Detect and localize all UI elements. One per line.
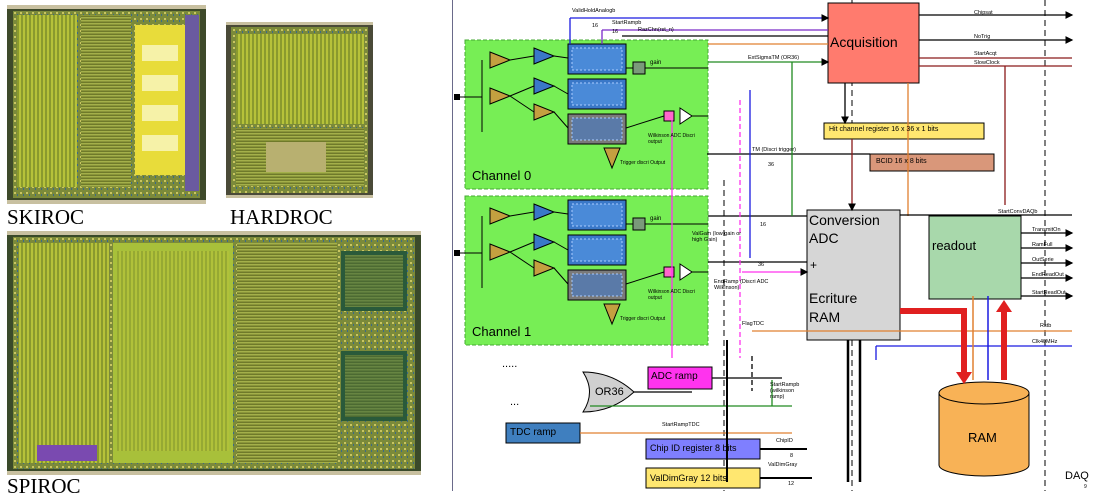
- signal-clk40: Clk40MHz: [1032, 339, 1058, 345]
- channel-1-gain: gain: [650, 216, 662, 222]
- signal-endramp: EndRamp (Discri ADC Wilkinson): [714, 279, 769, 291]
- or36-gate: [582, 371, 635, 413]
- signal-16a: 16: [592, 23, 599, 29]
- channel-0-label: Channel 0: [472, 168, 532, 183]
- ram-data-arrows: [900, 300, 1012, 384]
- channel-1-wilkinson: Wilkinson ADC Discri output: [648, 289, 695, 301]
- signal-tm: TM (Discri trigger): [752, 147, 796, 153]
- signal-16b: 16: [612, 29, 619, 35]
- bcid-block: [869, 153, 995, 172]
- conversion-label-1: Conversion: [809, 212, 880, 228]
- readout-block: [928, 215, 1022, 300]
- bcid-label: BCID 16 x 8 bits: [876, 158, 927, 165]
- signal-12: 12: [788, 481, 795, 487]
- conversion-label-4: Ecriture: [809, 290, 858, 306]
- signal-extsigma: ExtSigmaTM (OR36): [748, 55, 800, 61]
- hit-register-block: [823, 122, 985, 140]
- signal-valgain: ValGain (low gain or high Gain): [692, 231, 742, 243]
- signal-valdimgray: ValDimGray: [768, 462, 798, 468]
- readout-label: readout: [932, 238, 977, 253]
- signal-startrampb-wilk: StartRampb (wilkinson ramp): [770, 382, 800, 400]
- signal-notrig: NoTrig: [974, 34, 991, 40]
- signal-flagtdc: FlagTDC: [742, 321, 765, 327]
- conversion-label-5: RAM: [809, 309, 841, 325]
- signal-startconv: StartConvDAQb: [998, 209, 1038, 215]
- signal-8: 8: [790, 453, 794, 459]
- signal-rstb: Rstb: [1040, 323, 1052, 329]
- signal-rstchip: RazChn(rst_n): [638, 27, 674, 33]
- or36-label: OR36: [595, 386, 624, 398]
- hardroc-label: HARDROC: [230, 205, 333, 229]
- spiroc-label: SPIROC: [7, 474, 81, 498]
- spiroc-block-diagram: Channel 0 Channel 1 gain gain Wilkinson …: [452, 0, 1099, 491]
- signal-chipid: ChipID: [776, 438, 793, 444]
- skiroc-chip-photo: [7, 5, 206, 204]
- adc-ramp-label: ADC ramp: [651, 371, 698, 382]
- signal-slowclock: SlowClock: [974, 60, 1000, 66]
- signal-transmiton: TransmitOn: [1032, 227, 1061, 233]
- channel-1-label: Channel 1: [472, 324, 532, 339]
- signal-ramfull: RamFull: [1032, 242, 1053, 248]
- signal-36: 36: [768, 162, 775, 168]
- spiroc-chip-photo: [7, 231, 421, 475]
- signal-16c: 16: [760, 222, 767, 228]
- skiroc-label: SKIROC: [7, 205, 85, 229]
- tdc-ramp-label: TDC ramp: [510, 427, 557, 438]
- signal-chipsat: Chipsat: [974, 10, 993, 16]
- signal-validhold: ValidHoldAnalogb: [572, 8, 616, 14]
- ram-cylinder: [938, 381, 1030, 477]
- acquisition-block: [827, 2, 920, 84]
- signal-startreadout: StartReadOut: [1032, 290, 1066, 296]
- signal-36b: 36: [758, 262, 765, 268]
- valdimgray-label: ValDimGray 12 bits: [650, 473, 727, 483]
- daq-label: DAQ: [1065, 470, 1089, 482]
- signal-endreadout: EndReadOut: [1032, 272, 1064, 278]
- channel-0-wilkinson: Wilkinson ADC Discri output: [648, 133, 695, 145]
- channel-0-gain: gain: [650, 60, 662, 66]
- ram-label: RAM: [968, 430, 997, 445]
- acquisition-label: Acquisition: [830, 34, 898, 50]
- conversion-block: [806, 209, 901, 341]
- hit-register-label: Hit channel register 16 x 36 x 1 bits: [829, 126, 939, 133]
- page-number: 9: [1084, 484, 1087, 490]
- channel-1-trigger: Trigger discri Output: [620, 316, 666, 322]
- signal-startramptdc: StartRampTDC: [662, 422, 700, 428]
- channel-0-internals: [454, 43, 708, 170]
- ellipsis-channels: .....: [502, 358, 518, 370]
- chip-id-label: Chip ID register 8 bits: [650, 443, 737, 453]
- signal-startacq: StartAcqt: [974, 51, 997, 57]
- channel-1-internals: [454, 199, 708, 326]
- ellipsis-channels-2: ...: [510, 396, 520, 408]
- hardroc-chip-photo: [226, 22, 373, 198]
- conversion-label-2: ADC: [809, 230, 839, 246]
- signal-outserie: OutSerie: [1032, 257, 1054, 263]
- signal-startrampb: StartRampb: [612, 20, 642, 26]
- channel-0-trigger: Trigger discri Output: [620, 160, 666, 166]
- conversion-label-3: +: [810, 258, 818, 272]
